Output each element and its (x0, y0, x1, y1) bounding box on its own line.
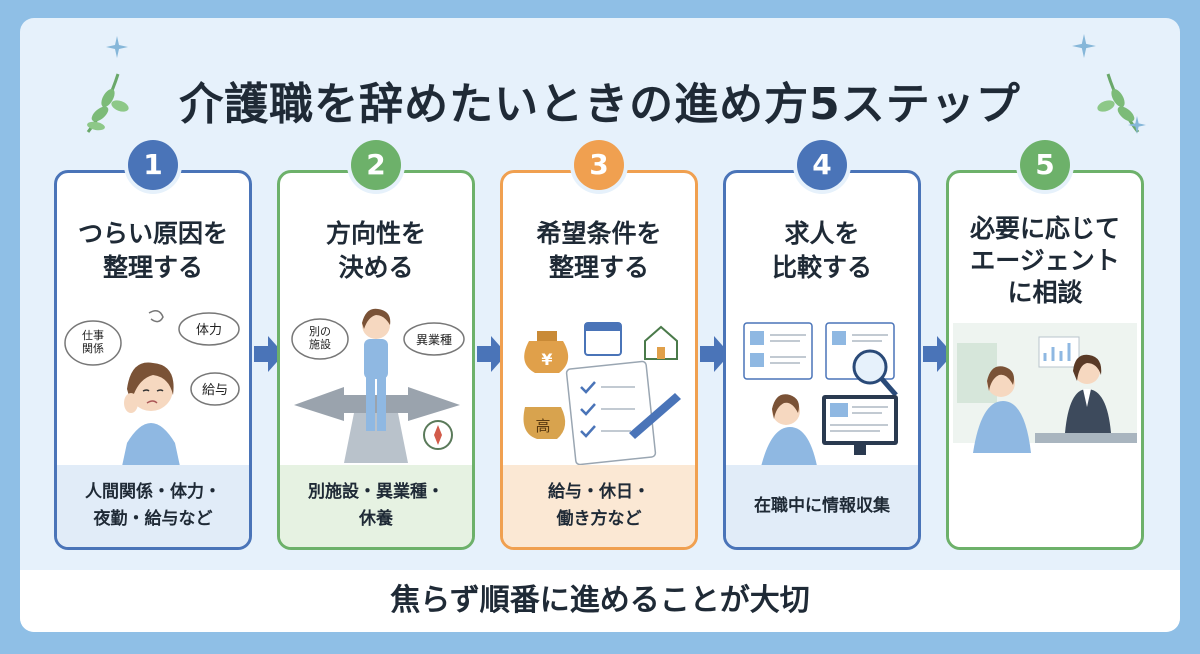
leaf-sprig-right-icon (1097, 73, 1140, 133)
step-card-3: 希望条件を 整理する ¥ 高 給与・休日・ 働き方など (500, 170, 698, 550)
step-heading: 方向性を 決める (325, 219, 426, 282)
step-number-badge-2: 2 (351, 140, 401, 190)
step-footer: 別施設・異業種・ 休養 (280, 465, 472, 547)
sparkle-icon (1072, 34, 1096, 58)
page-title: 介護職を辞めたいときの進め方5ステップ (179, 79, 1021, 130)
bubble-text-work: 仕事関係 (82, 329, 104, 355)
step-card-2: 方向性を 決める 別の施設 異業種 別施設・異業種・ 休養 (277, 170, 475, 550)
step-card-1: つらい原因を 整理する 仕事関係 体力 給与 人間関係・体力・ 夜勤・給与など (54, 170, 252, 550)
sparkle-icon (1128, 116, 1146, 134)
step-number-badge-5: 5 (1020, 140, 1070, 190)
bubble-text-stamina: 体力 (196, 323, 222, 338)
label-other-facility: 別の施設 (309, 325, 331, 351)
yen-symbol: ¥ (541, 350, 552, 369)
bubble-text-salary: 給与 (202, 383, 228, 398)
step-heading: 必要に応じて エージェント に相談 (969, 214, 1120, 307)
high-label: 高 (535, 417, 550, 435)
label-other-industry: 異業種 (416, 333, 452, 347)
bottom-message: 焦らず順番に進めることが大切 (20, 570, 1180, 632)
step-footer: 給与・休日・ 働き方など (503, 465, 695, 547)
step-footer: 人間関係・体力・ 夜勤・給与など (57, 465, 249, 547)
sparkle-icon (106, 36, 128, 58)
step-card-5: 必要に応じて エージェント に相談 (946, 170, 1144, 550)
crossroads-worker-illustration: 別の施設 異業種 (291, 308, 465, 463)
step-number-badge-1: 1 (128, 140, 178, 190)
step-heading: 求人を 比較する (771, 219, 872, 282)
arrow-right-icon (700, 336, 730, 372)
arrow-right-icon (923, 336, 953, 372)
step-number-badge-4: 4 (797, 140, 847, 190)
arrow-right-icon (477, 336, 507, 372)
leaf-sprig-left-icon (86, 73, 129, 133)
step-card-4: 求人を 比較する 在職中に情報収集 (723, 170, 921, 550)
step-footer (949, 465, 1141, 547)
checklist-illustration: ¥ 高 (523, 322, 681, 466)
infographic-panel: 介護職を辞めたいときの進め方5ステップ つらい原因を 整理する 仕事関係 体力 … (20, 18, 1180, 632)
step-footer: 在職中に情報収集 (726, 465, 918, 547)
comparing-listings-illustration (743, 322, 898, 471)
stressed-worker-illustration: 仕事関係 体力 給与 (64, 310, 240, 471)
step-heading: 希望条件を 整理する (536, 219, 662, 282)
step-number-badge-3: 3 (574, 140, 624, 190)
arrow-right-icon (254, 336, 284, 372)
step-heading: つらい原因を 整理する (77, 219, 228, 282)
agent-consultation-illustration (953, 323, 1137, 453)
